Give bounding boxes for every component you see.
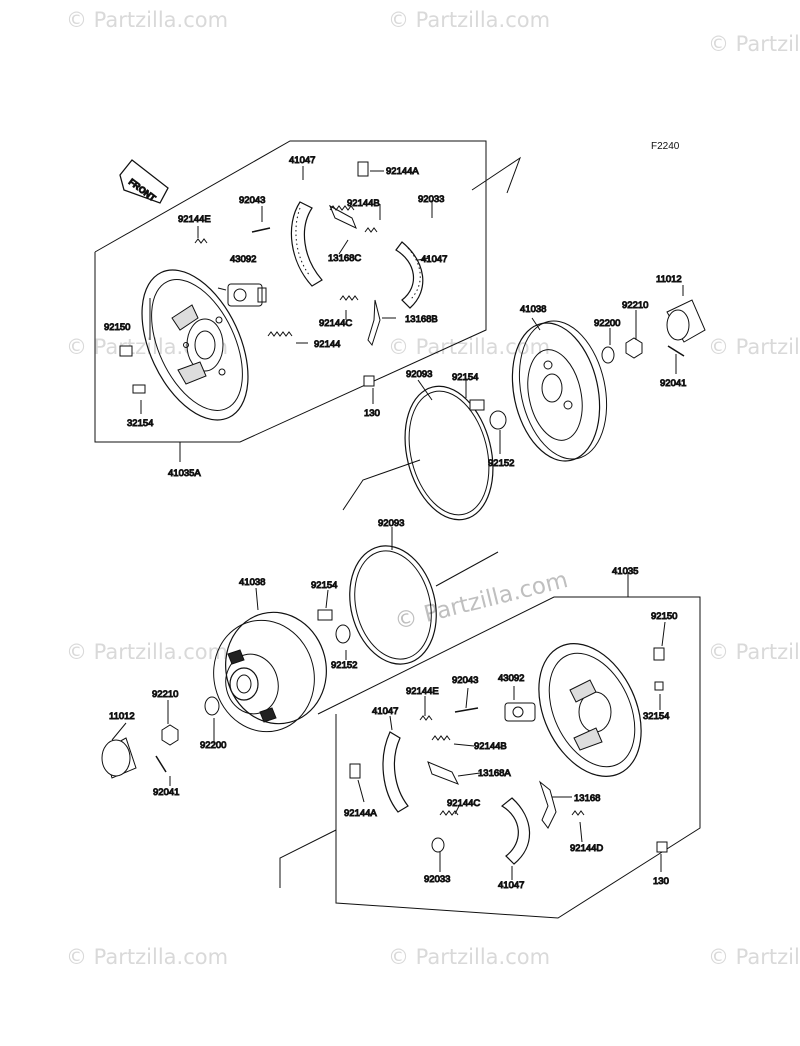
part-number-label: 13168B <box>405 314 438 325</box>
watermark: © Partzilla.com <box>708 335 800 359</box>
part-number-label: 92152 <box>331 660 357 671</box>
part-number-label: 92144E <box>406 686 439 697</box>
part-number-label: 92093 <box>406 369 432 380</box>
part-number-label: 11012 <box>109 711 135 722</box>
watermark: © Partzilla.com <box>708 640 800 664</box>
part-number-label: 92150 <box>651 611 677 622</box>
brake-drum-top <box>511 320 608 462</box>
part-number-label: 92200 <box>594 318 620 329</box>
part-number-label: 92154 <box>311 580 337 591</box>
brake-shoe-top-a <box>290 201 323 287</box>
brake-shoe-bottom-b <box>500 797 531 865</box>
part-number-label: 92043 <box>239 195 265 206</box>
part-number-label: 92152 <box>488 458 514 469</box>
brake-shoe-bottom-a <box>382 731 409 813</box>
part-number-label: 13168 <box>574 793 600 804</box>
part-number-label: 92041 <box>660 378 686 389</box>
figure-id: F2240 <box>651 141 680 152</box>
part-number-label: 92210 <box>622 300 648 311</box>
bottom-brake-assembly <box>101 527 701 919</box>
part-number-label: 92200 <box>200 740 226 751</box>
top-brake-assembly <box>94 140 706 521</box>
watermark: © Partzilla.com <box>388 945 551 969</box>
part-number-label: 92144B <box>474 741 507 752</box>
part-number-label: 41038 <box>520 304 546 315</box>
watermark: © Partzilla.com <box>66 8 229 32</box>
part-number-label: 92144B <box>347 198 380 209</box>
part-number-label: 41035 <box>612 566 638 577</box>
part-number-label: 92043 <box>452 675 478 686</box>
part-number-label: 92144C <box>319 318 352 329</box>
part-number-label: 92041 <box>153 787 179 798</box>
part-number-label: 41038 <box>239 577 265 588</box>
part-number-label: 92154 <box>452 372 478 383</box>
part-number-label: 43092 <box>498 673 524 684</box>
front-arrow-icon: FRONT <box>119 159 169 204</box>
part-number-label: 130 <box>653 876 669 887</box>
part-labels: 41047 92144A 92043 92144B 92033 92144E 43092 41… <box>104 155 687 892</box>
part-number-label: 92033 <box>424 874 450 885</box>
watermark: © Partzilla.com <box>708 32 800 56</box>
watermark: © Partzilla.com <box>66 640 229 664</box>
part-number-label: 41047 <box>372 706 398 717</box>
watermark: © Partzilla.com <box>708 945 800 969</box>
watermark: © Partzilla.com <box>66 945 229 969</box>
seal-bottom <box>349 545 437 665</box>
watermark: © Partzilla.com <box>388 335 551 359</box>
part-number-label: 41047 <box>498 880 524 891</box>
wheel-cylinder-top <box>217 283 267 307</box>
part-number-label: 130 <box>364 408 380 419</box>
part-number-label: 41035A <box>168 468 201 479</box>
part-number-label: 43092 <box>230 254 256 265</box>
part-number-label: 92144 <box>314 339 340 350</box>
seal-top <box>404 385 494 521</box>
part-number-label: 92144A <box>344 808 377 819</box>
part-number-label: 13168C <box>328 253 361 264</box>
brake-shoe-top-b <box>395 241 424 309</box>
part-number-label: 92144C <box>447 798 480 809</box>
part-number-label: 92033 <box>418 194 444 205</box>
backing-plate-bottom <box>538 643 642 777</box>
backing-plate-top <box>141 269 249 421</box>
part-number-label: 92144A <box>386 166 419 177</box>
part-number-label: 92150 <box>104 322 130 333</box>
part-number-label: 92144D <box>570 843 603 854</box>
part-number-label: 92093 <box>378 518 404 529</box>
brake-drum-bottom <box>213 611 327 733</box>
part-number-label: 92144E <box>178 214 211 225</box>
watermark: © Partzilla.com <box>388 8 551 32</box>
part-number-label: 41047 <box>289 155 315 166</box>
part-number-label: 32154 <box>127 418 153 429</box>
part-number-label: 11012 <box>656 274 682 285</box>
part-number-label: 13168A <box>478 768 511 779</box>
part-number-label: 32154 <box>643 711 669 722</box>
part-number-label: 92210 <box>152 689 178 700</box>
part-number-label: 41047 <box>421 254 447 265</box>
